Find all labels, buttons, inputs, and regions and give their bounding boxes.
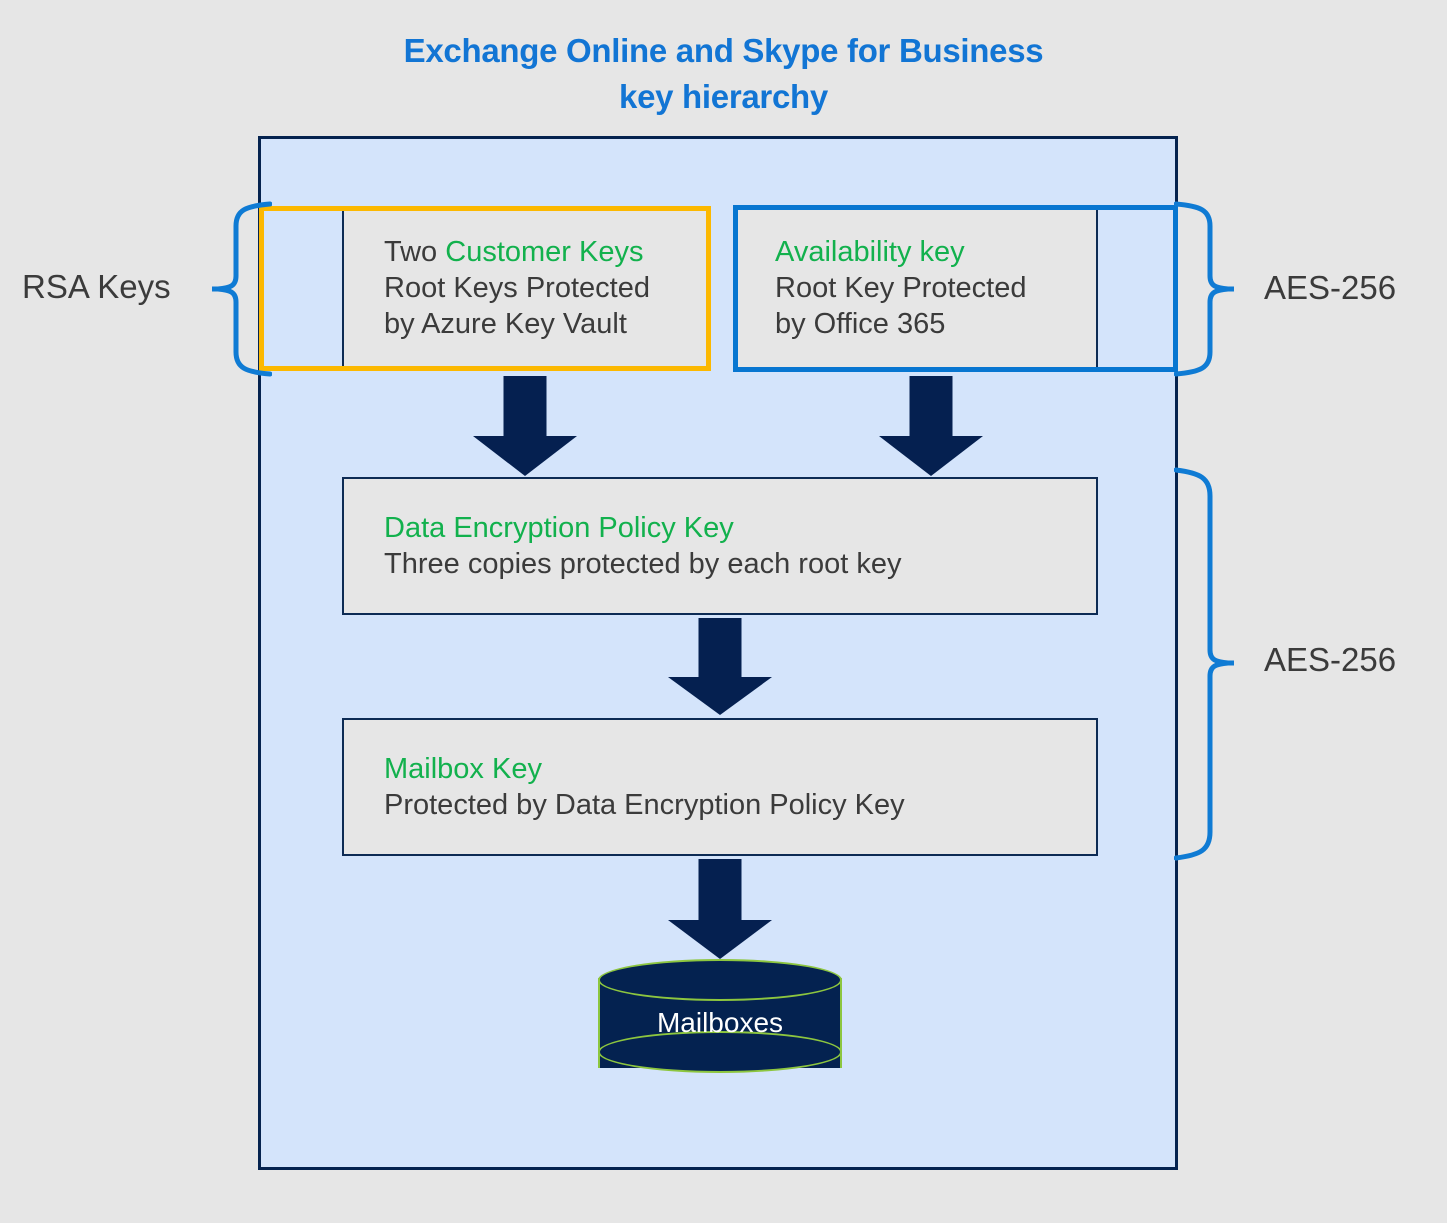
aes-256-label-bottom: AES-256 bbox=[1264, 641, 1397, 678]
rsa-keys-label: RSA Keys bbox=[22, 268, 171, 305]
availability-key-highlight-outline bbox=[733, 205, 1178, 372]
down-arrow-icon-customer-to-depk bbox=[473, 376, 577, 476]
mailboxes-label: Mailboxes bbox=[656, 1007, 784, 1038]
arrow-head bbox=[879, 436, 983, 476]
data-encryption-policy-key-box[interactable]: Data Encryption Policy Key Three copies … bbox=[342, 477, 1098, 615]
mailbox-key-line-1: Mailbox Key bbox=[384, 753, 542, 785]
title-line-1: Exchange Online and Skype for Business bbox=[403, 32, 1044, 69]
down-arrow-icon-availability-to-depk bbox=[879, 376, 983, 476]
customer-keys-line-3: by Azure Key Vault bbox=[384, 308, 627, 340]
availability-key-line-3: by Office 365 bbox=[775, 308, 946, 340]
depk-line-1: Data Encryption Policy Key bbox=[384, 512, 734, 544]
arrow-head bbox=[668, 677, 772, 715]
curly-brace-left-icon bbox=[212, 200, 272, 378]
mailbox-key-box[interactable]: Mailbox Key Protected by Data Encryption… bbox=[342, 718, 1098, 856]
title-line-2: key hierarchy bbox=[619, 78, 828, 115]
data-encryption-policy-key-text: Data Encryption Policy Key Three copies … bbox=[344, 479, 1096, 613]
cylinder-top-ellipse bbox=[598, 959, 842, 1001]
customer-keys-highlight-outline bbox=[259, 206, 711, 371]
curly-brace-right-icon-top bbox=[1174, 200, 1234, 378]
down-arrow-icon-mailbox-key-to-mailboxes bbox=[668, 859, 772, 959]
customer-keys-highlight: Customer Keys bbox=[445, 236, 644, 268]
customer-keys-line-1: Two Customer Keys bbox=[384, 234, 694, 270]
arrow-head bbox=[668, 920, 772, 959]
depk-line-2: Three copies protected by each root key bbox=[384, 548, 902, 580]
arrow-shaft bbox=[503, 376, 547, 438]
customer-keys-box[interactable]: Two Customer Keys Root Keys Protected by… bbox=[342, 206, 710, 370]
mailbox-key-line-2: Protected by Data Encryption Policy Key bbox=[384, 789, 905, 821]
down-arrow-icon-depk-to-mailbox-key bbox=[668, 618, 772, 715]
arrow-shaft bbox=[698, 859, 742, 921]
aes-256-label-top: AES-256 bbox=[1264, 269, 1397, 306]
page-title: Exchange Online and Skype for Business k… bbox=[0, 28, 1447, 120]
customer-keys-prefix: Two bbox=[384, 236, 446, 268]
cylinder-bottom-ellipse bbox=[598, 1031, 842, 1073]
curly-brace-right-icon-bottom bbox=[1174, 466, 1234, 862]
availability-key-text: Availability key Root Key Protected by O… bbox=[735, 208, 1096, 368]
customer-keys-line-2: Root Keys Protected bbox=[384, 272, 650, 304]
availability-key-line-2: Root Key Protected bbox=[775, 272, 1027, 304]
mailbox-key-text: Mailbox Key Protected by Data Encryption… bbox=[344, 720, 1096, 854]
database-cylinder-icon-mailboxes[interactable]: Mailboxes bbox=[598, 959, 842, 1087]
arrow-shaft bbox=[909, 376, 953, 438]
arrow-head bbox=[473, 436, 577, 476]
availability-key-line-1: Availability key bbox=[775, 236, 965, 268]
customer-keys-text: Two Customer Keys Root Keys Protected by… bbox=[344, 208, 708, 368]
arrow-shaft bbox=[698, 618, 742, 678]
